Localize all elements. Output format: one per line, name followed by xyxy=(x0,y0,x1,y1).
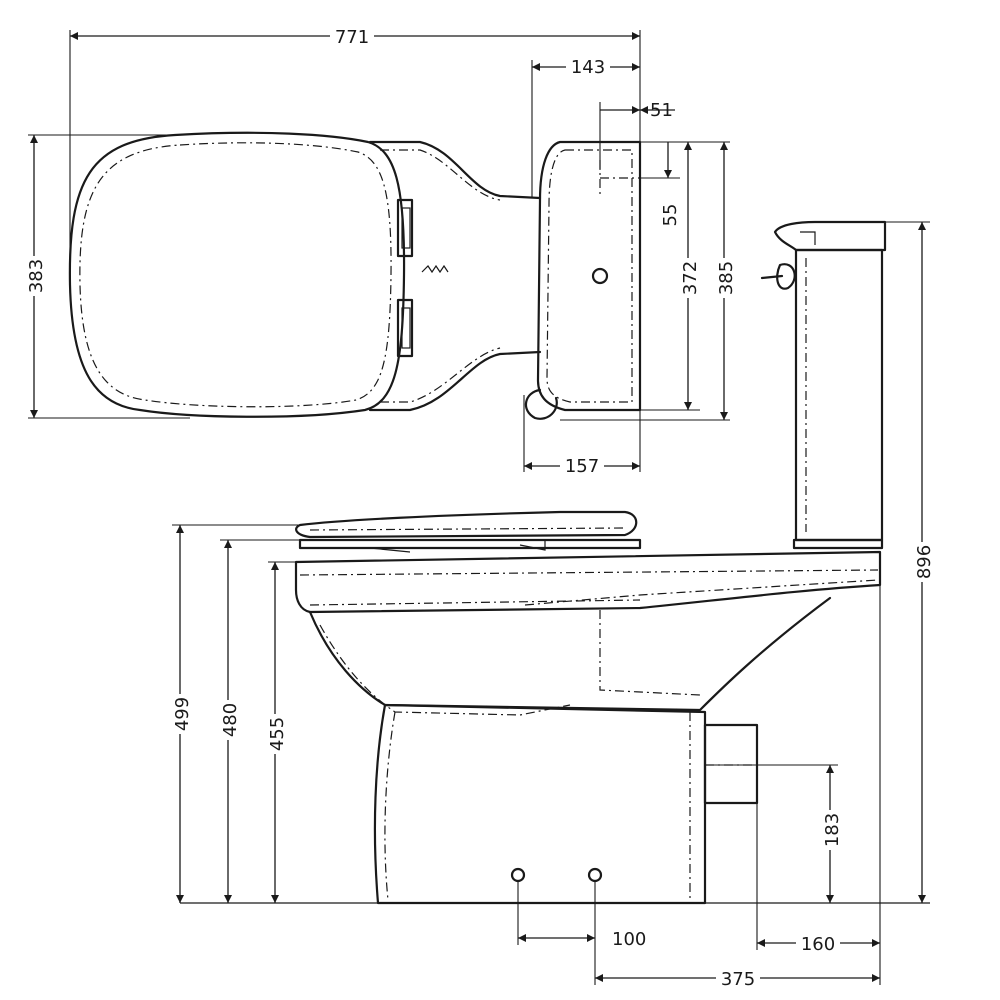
seat-lid xyxy=(295,510,638,539)
dim-inlet-offset: 51 xyxy=(650,100,673,121)
dim-tank-depth: 372 xyxy=(680,261,701,295)
dim-tank-to-back: 143 xyxy=(571,57,605,78)
dim-seat-height: 480 xyxy=(220,703,241,737)
dim-inlet-depth: 55 xyxy=(660,204,681,227)
dim-total-height: 896 xyxy=(914,545,935,579)
cistern-lid xyxy=(773,220,887,252)
side-view xyxy=(180,220,930,905)
hinge-upper xyxy=(396,198,414,258)
dim-rim-height: 455 xyxy=(267,717,288,751)
top-view xyxy=(68,131,642,420)
hinge-lower xyxy=(396,298,414,358)
dim-tank-front-to-back: 157 xyxy=(565,456,599,477)
dim-overall-length: 771 xyxy=(335,27,369,48)
dim-fixing-spacing: 100 xyxy=(612,929,646,950)
tank-top-outline xyxy=(536,140,642,412)
fixing-bolt-left xyxy=(510,867,526,883)
cistern-body xyxy=(794,248,884,542)
brand-logo-mark xyxy=(421,264,449,274)
dim-seat-width: 383 xyxy=(26,259,47,293)
dim-tank-depth-overall: 385 xyxy=(716,261,737,295)
seat-outline xyxy=(68,131,406,418)
outlet-pipe xyxy=(703,723,759,805)
dim-fixing-to-wall: 375 xyxy=(721,969,755,990)
bowl-neck-outline xyxy=(368,140,542,200)
bowl-rim xyxy=(294,550,882,614)
fixing-bolt-right xyxy=(587,867,603,883)
seat-inner-outline xyxy=(79,142,392,408)
seat-ring xyxy=(298,538,642,550)
bowl-body xyxy=(308,596,832,712)
dim-outlet-height: 183 xyxy=(822,813,843,847)
dim-outlet-to-wall: 160 xyxy=(801,934,835,955)
pedestal xyxy=(373,703,707,905)
dim-seat-height-lid: 499 xyxy=(172,697,193,731)
flush-button-icon xyxy=(591,267,609,285)
inlet-valve xyxy=(524,388,558,420)
dimensions: 771 143 51 55 372 385 383 xyxy=(24,26,935,990)
